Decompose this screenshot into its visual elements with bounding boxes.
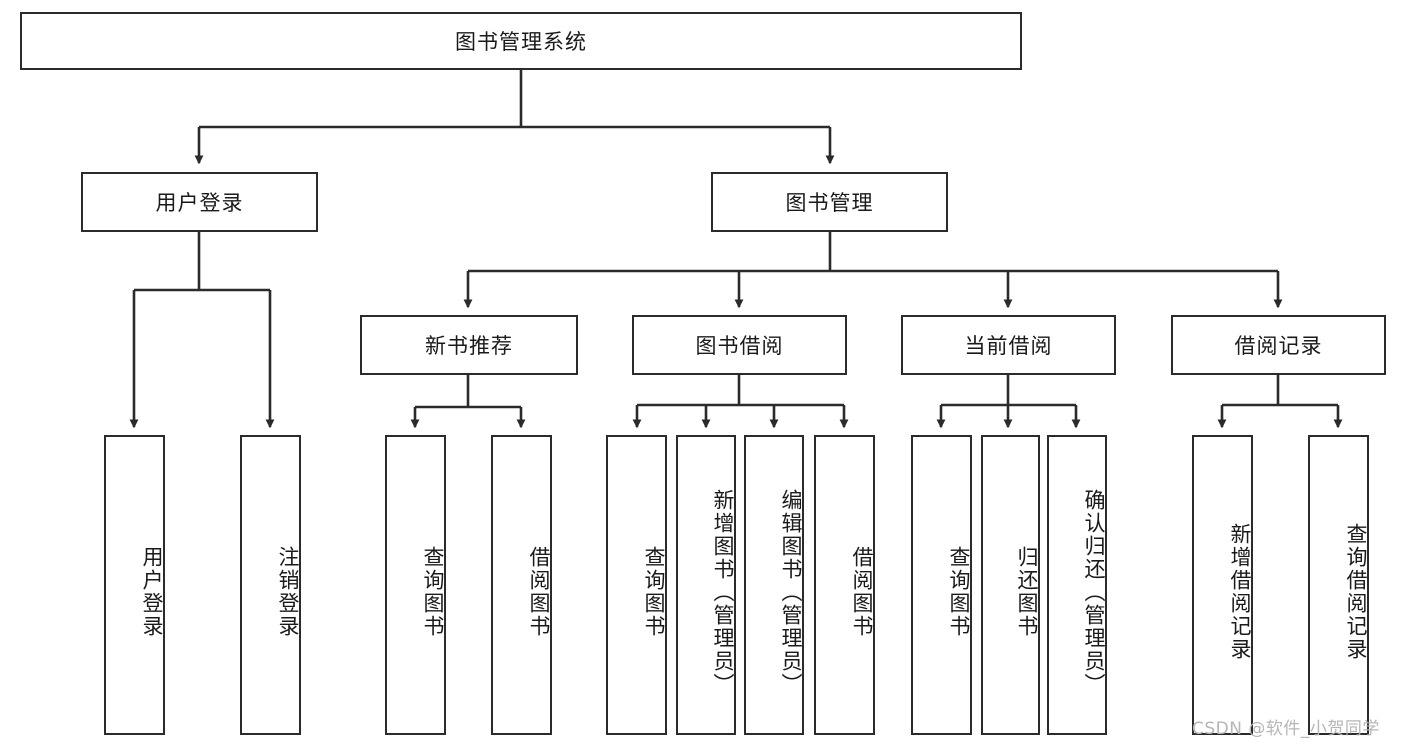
leaf-current-return-book[interactable]: 归还图书 [981,435,1040,735]
node-current-borrow[interactable]: 当前借阅 [901,315,1116,375]
node-root-system[interactable]: 图书管理系统 [20,12,1022,70]
leaf-records-add-record[interactable]: 新增借阅记录 [1192,435,1253,735]
node-book-borrow[interactable]: 图书借阅 [632,315,847,375]
csdn-watermark: CSDN @软件_小贺同学 [1192,719,1380,739]
leaf-new-book-query[interactable]: 查询图书 [385,435,446,735]
leaf-user-login-signin[interactable]: 用户登录 [104,435,165,735]
node-borrow-records[interactable]: 借阅记录 [1171,315,1386,375]
leaf-user-login-signout[interactable]: 注销登录 [240,435,301,735]
node-new-book-recommend[interactable]: 新书推荐 [360,315,578,375]
leaf-current-confirm-return-admin[interactable]: 确认归还（管理员） [1047,435,1107,735]
node-user-login[interactable]: 用户登录 [81,172,318,232]
leaf-borrow-query-book[interactable]: 查询图书 [606,435,667,735]
leaf-borrow-add-book-admin[interactable]: 新增图书（管理员） [676,435,736,735]
leaf-borrow-borrow-book[interactable]: 借阅图书 [814,435,875,735]
leaf-borrow-edit-book-admin[interactable]: 编辑图书（管理员） [744,435,804,735]
leaf-new-book-borrow[interactable]: 借阅图书 [491,435,552,735]
leaf-records-query-record[interactable]: 查询借阅记录 [1308,435,1369,735]
leaf-current-query-book[interactable]: 查询图书 [911,435,972,735]
node-book-management[interactable]: 图书管理 [711,172,948,232]
